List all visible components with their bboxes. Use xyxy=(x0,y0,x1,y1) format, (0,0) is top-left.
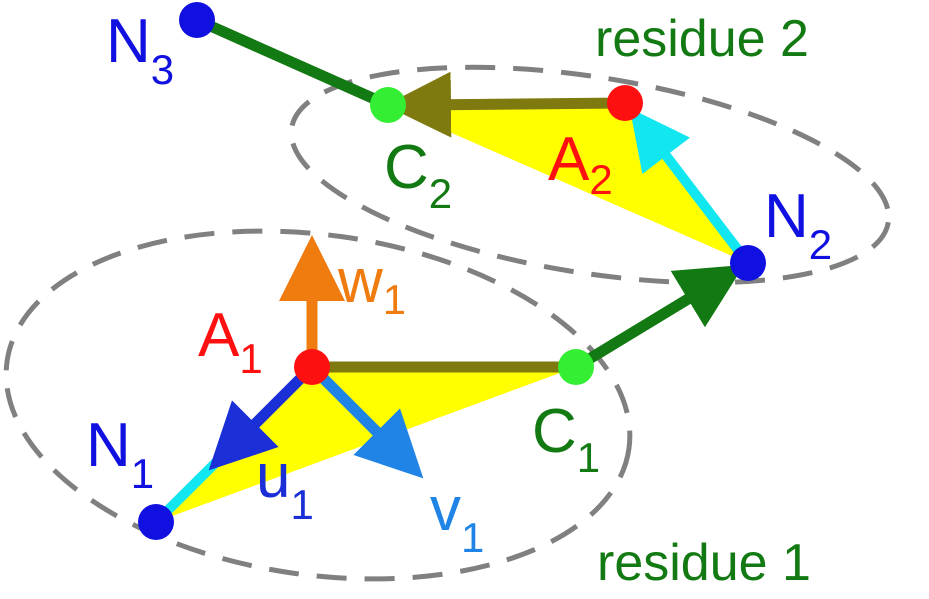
label-n3: N3 xyxy=(106,7,174,93)
label-n2: N2 xyxy=(764,182,832,268)
atom-n3 xyxy=(179,2,215,38)
label-c1: C1 xyxy=(532,397,600,481)
bond-a2-c2-arrow xyxy=(385,71,626,138)
label-residue-1: residue 1 xyxy=(597,534,811,592)
residue-2-boundary xyxy=(288,64,892,286)
bond-c1-n2-arrow xyxy=(573,264,745,372)
label-a2: A2 xyxy=(548,125,613,203)
vector-u1 xyxy=(208,363,316,471)
atom-a2 xyxy=(607,85,643,121)
label-w1: w1 xyxy=(337,247,406,323)
bond-n3-c2 xyxy=(194,14,391,111)
label-v1: v1 xyxy=(430,475,484,561)
label-c2: C2 xyxy=(384,133,452,217)
atom-a1 xyxy=(294,349,330,385)
atom-n2 xyxy=(730,245,766,281)
label-residue-2: residue 2 xyxy=(595,10,809,68)
vector-v1 xyxy=(308,363,424,479)
atom-c1 xyxy=(558,349,594,385)
label-a1: A1 xyxy=(198,301,263,382)
atom-c2 xyxy=(370,87,406,123)
residue-1-plane xyxy=(156,367,576,522)
label-u1: u1 xyxy=(256,442,314,528)
residue-2-plane xyxy=(388,103,748,263)
atom-n1 xyxy=(138,504,174,540)
bond-n2-a2-arrow xyxy=(629,108,752,267)
label-n1: N1 xyxy=(86,411,154,497)
